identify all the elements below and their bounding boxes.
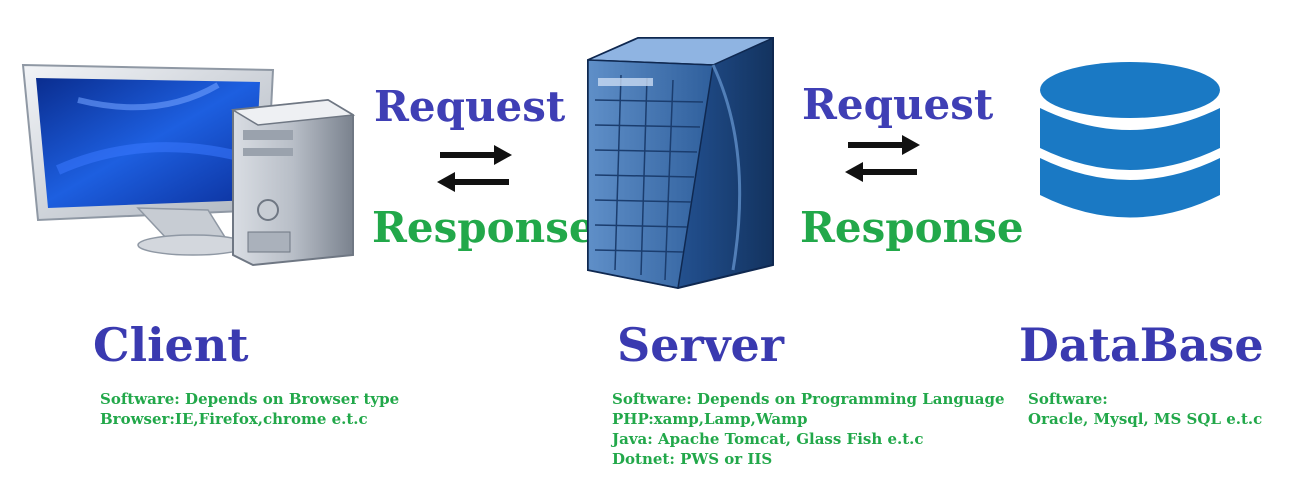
exchange-arrows-icon (437, 145, 512, 192)
request-label-2: Request (802, 80, 994, 129)
server-title: Server (617, 318, 784, 372)
server-tower-icon (587, 37, 774, 290)
database-desc-line: Oracle, Mysql, MS SQL e.t.c (1028, 410, 1263, 428)
server-desc-line: Java: Apache Tomcat, Glass Fish e.t.c (612, 430, 924, 448)
database-cylinder-icon (1040, 62, 1220, 218)
exchange-arrows-icon-2 (845, 135, 920, 182)
client-description: Software: Depends on Browser type Browse… (100, 389, 399, 429)
response-label-2: Response (800, 203, 1024, 252)
client-desc-line: Software: Depends on Browser type (100, 390, 400, 408)
client-desc-line: Browser:IE,Firefox,chrome e.t.c (100, 410, 368, 428)
database-description: Software: Oracle, Mysql, MS SQL e.t.c (1028, 389, 1262, 429)
server-desc-line: Dotnet: PWS or IIS (612, 450, 773, 468)
database-desc-line: Software: (1028, 390, 1108, 408)
request-label-1: Request (374, 82, 566, 131)
client-title: Client (93, 318, 249, 372)
desktop-computer-icon (21, 63, 356, 267)
response-label-1: Response (372, 203, 596, 252)
server-description: Software: Depends on Programming Languag… (612, 389, 1005, 469)
database-title: DataBase (1019, 318, 1264, 372)
server-desc-line: PHP:xamp,Lamp,Wamp (612, 410, 808, 428)
server-desc-line: Software: Depends on Programming Languag… (612, 390, 1005, 408)
